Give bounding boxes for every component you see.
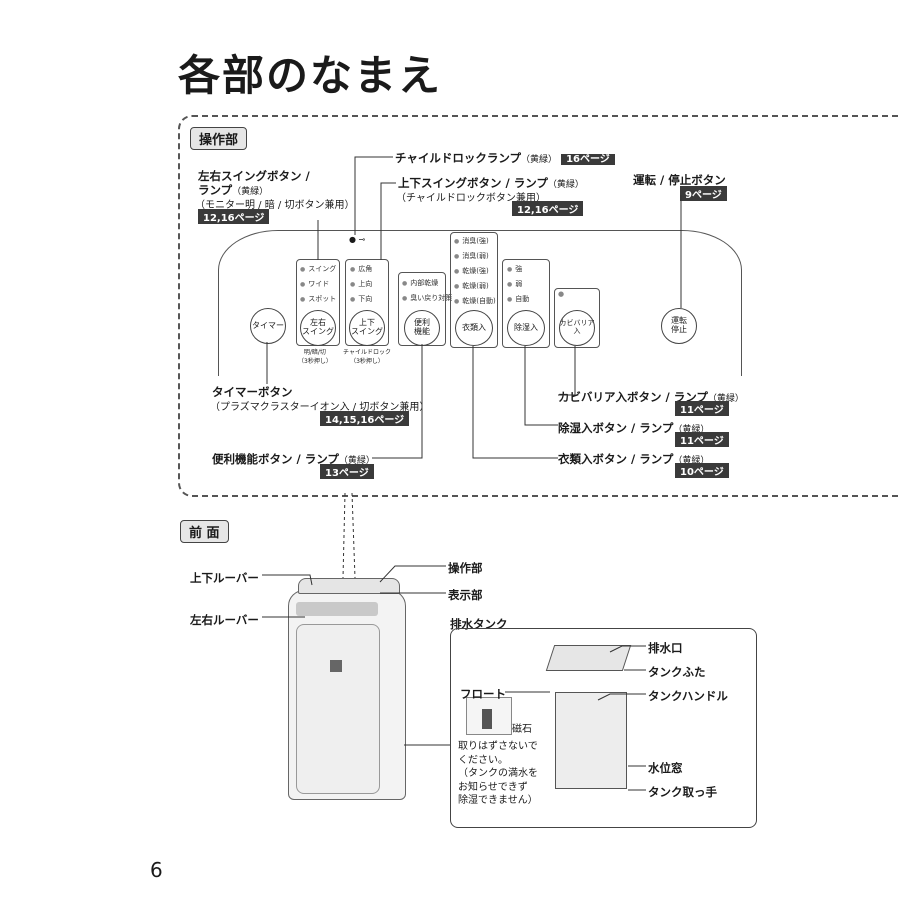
magnet-drawing	[482, 709, 492, 729]
mold-group	[554, 288, 600, 348]
magnet-label: 磁石	[512, 724, 532, 735]
ud-swing-sub: （チャイルドロックボタン兼用）	[396, 193, 546, 204]
child-lock-lamp: ● ⊸	[349, 235, 366, 244]
clothes-button[interactable]: 衣類入	[455, 310, 493, 346]
ud-swing-label: 上下スイングボタン / ランプ（黄緑）	[398, 176, 584, 190]
mold-ref: 11ページ	[675, 401, 729, 416]
display-strip	[296, 602, 378, 616]
top-louver	[298, 578, 400, 594]
dehumid-ref: 11ページ	[675, 432, 729, 447]
clothes-label: 衣類入ボタン / ランプ（黄緑）	[558, 452, 710, 466]
timer-ref: 14,15,16ページ	[320, 411, 410, 426]
front-section-tag: 前 面	[180, 520, 229, 543]
timer-button[interactable]: タイマー	[250, 308, 286, 344]
power-label: 運転 / 停止ボタン	[633, 173, 726, 187]
logo-mark	[330, 660, 342, 672]
tank-label: 排水タンク	[450, 617, 508, 631]
lr-swing-label-1: 左右スイングボタン /	[198, 169, 310, 183]
ud-louver-label: 上下ルーバー	[190, 571, 259, 585]
front-panel	[296, 624, 380, 794]
convenience-label: 便利機能ボタン / ランプ（黄緑）	[212, 452, 375, 466]
mold-label: カビバリア入ボタン / ランプ（黄緑）	[558, 390, 744, 404]
lr-swing-sub: （モニター明 / 暗 / 切ボタン兼用）	[195, 200, 355, 211]
control-panel	[218, 230, 742, 376]
dehumid-button[interactable]: 除湿入	[507, 310, 545, 346]
dehumid-label: 除湿入ボタン / ランプ（黄緑）	[558, 421, 710, 435]
page-title: 各部のなまえ	[178, 51, 443, 100]
lr-swing-label-2: ランプ（黄緑）	[198, 183, 269, 197]
display-label: 表示部	[448, 588, 483, 602]
timer-label: タイマーボタン	[212, 385, 293, 399]
lr-louver-label: 左右ルーバー	[190, 613, 259, 627]
ud-swing-ref: 12,16ページ	[512, 201, 584, 216]
lr-swing-button[interactable]: 左右 スイング	[300, 310, 336, 346]
handle-label: タンクハンドル	[648, 689, 728, 703]
power-ref: 9ページ	[680, 186, 727, 201]
float-label: フロート	[460, 687, 506, 701]
dehumid-group	[502, 259, 550, 348]
child-lock-label: チャイルドロックランプ（黄緑） 16ページ	[395, 150, 615, 166]
power-button[interactable]: 運転 停止	[661, 308, 697, 344]
control-section-box	[178, 115, 900, 497]
timer-sub: （プラズマクラスターイオン入 / 切ボタン兼用）	[210, 402, 430, 413]
tank-detail-box	[450, 628, 757, 828]
lr-swing-ref: 12,16ページ	[198, 209, 270, 224]
convenience-leds: 内部乾燥 臭い戻り対策	[402, 278, 452, 303]
dehumid-leds: 強 弱 自動	[507, 264, 529, 304]
control-section-tag: 操作部	[190, 127, 248, 150]
float-note: 取りはずさないで ください。 （タンクの満水を お知らせできず 除湿できません）	[458, 741, 538, 806]
mold-led: ●	[558, 290, 565, 298]
water-window-label: 水位窓	[648, 761, 683, 775]
clothes-group	[450, 232, 498, 348]
page-number: 6	[150, 858, 163, 882]
clothes-ref: 10ページ	[675, 463, 729, 478]
child-lock-ref: 16ページ	[561, 154, 615, 165]
convenience-ref: 13ページ	[320, 464, 374, 479]
drain-label: 排水口	[648, 641, 683, 655]
ud-swing-leds: 広角 上向 下向	[350, 264, 372, 304]
tank-lid-label: タンクふた	[648, 665, 706, 679]
lr-swing-leds: スイング ワイド スポット	[300, 264, 336, 304]
tank-grip-label: タンク取っ手	[648, 785, 717, 799]
mold-button[interactable]: カビバリア 入	[559, 310, 595, 346]
lr-caption: 明/暗/切（3秒押し）	[298, 349, 332, 365]
ud-caption: チャイルドロック（3秒押し）	[343, 349, 391, 365]
clothes-leds: 消臭(強) 消臭(弱) 乾燥(強) 乾燥(弱) 乾燥(自動)	[454, 236, 495, 306]
tank-drawing	[555, 692, 627, 789]
convenience-button[interactable]: 便利 機能	[404, 310, 440, 346]
control-label: 操作部	[448, 561, 483, 575]
ud-swing-button[interactable]: 上下 スイング	[349, 310, 385, 346]
key-icon: ⊸	[358, 235, 366, 244]
